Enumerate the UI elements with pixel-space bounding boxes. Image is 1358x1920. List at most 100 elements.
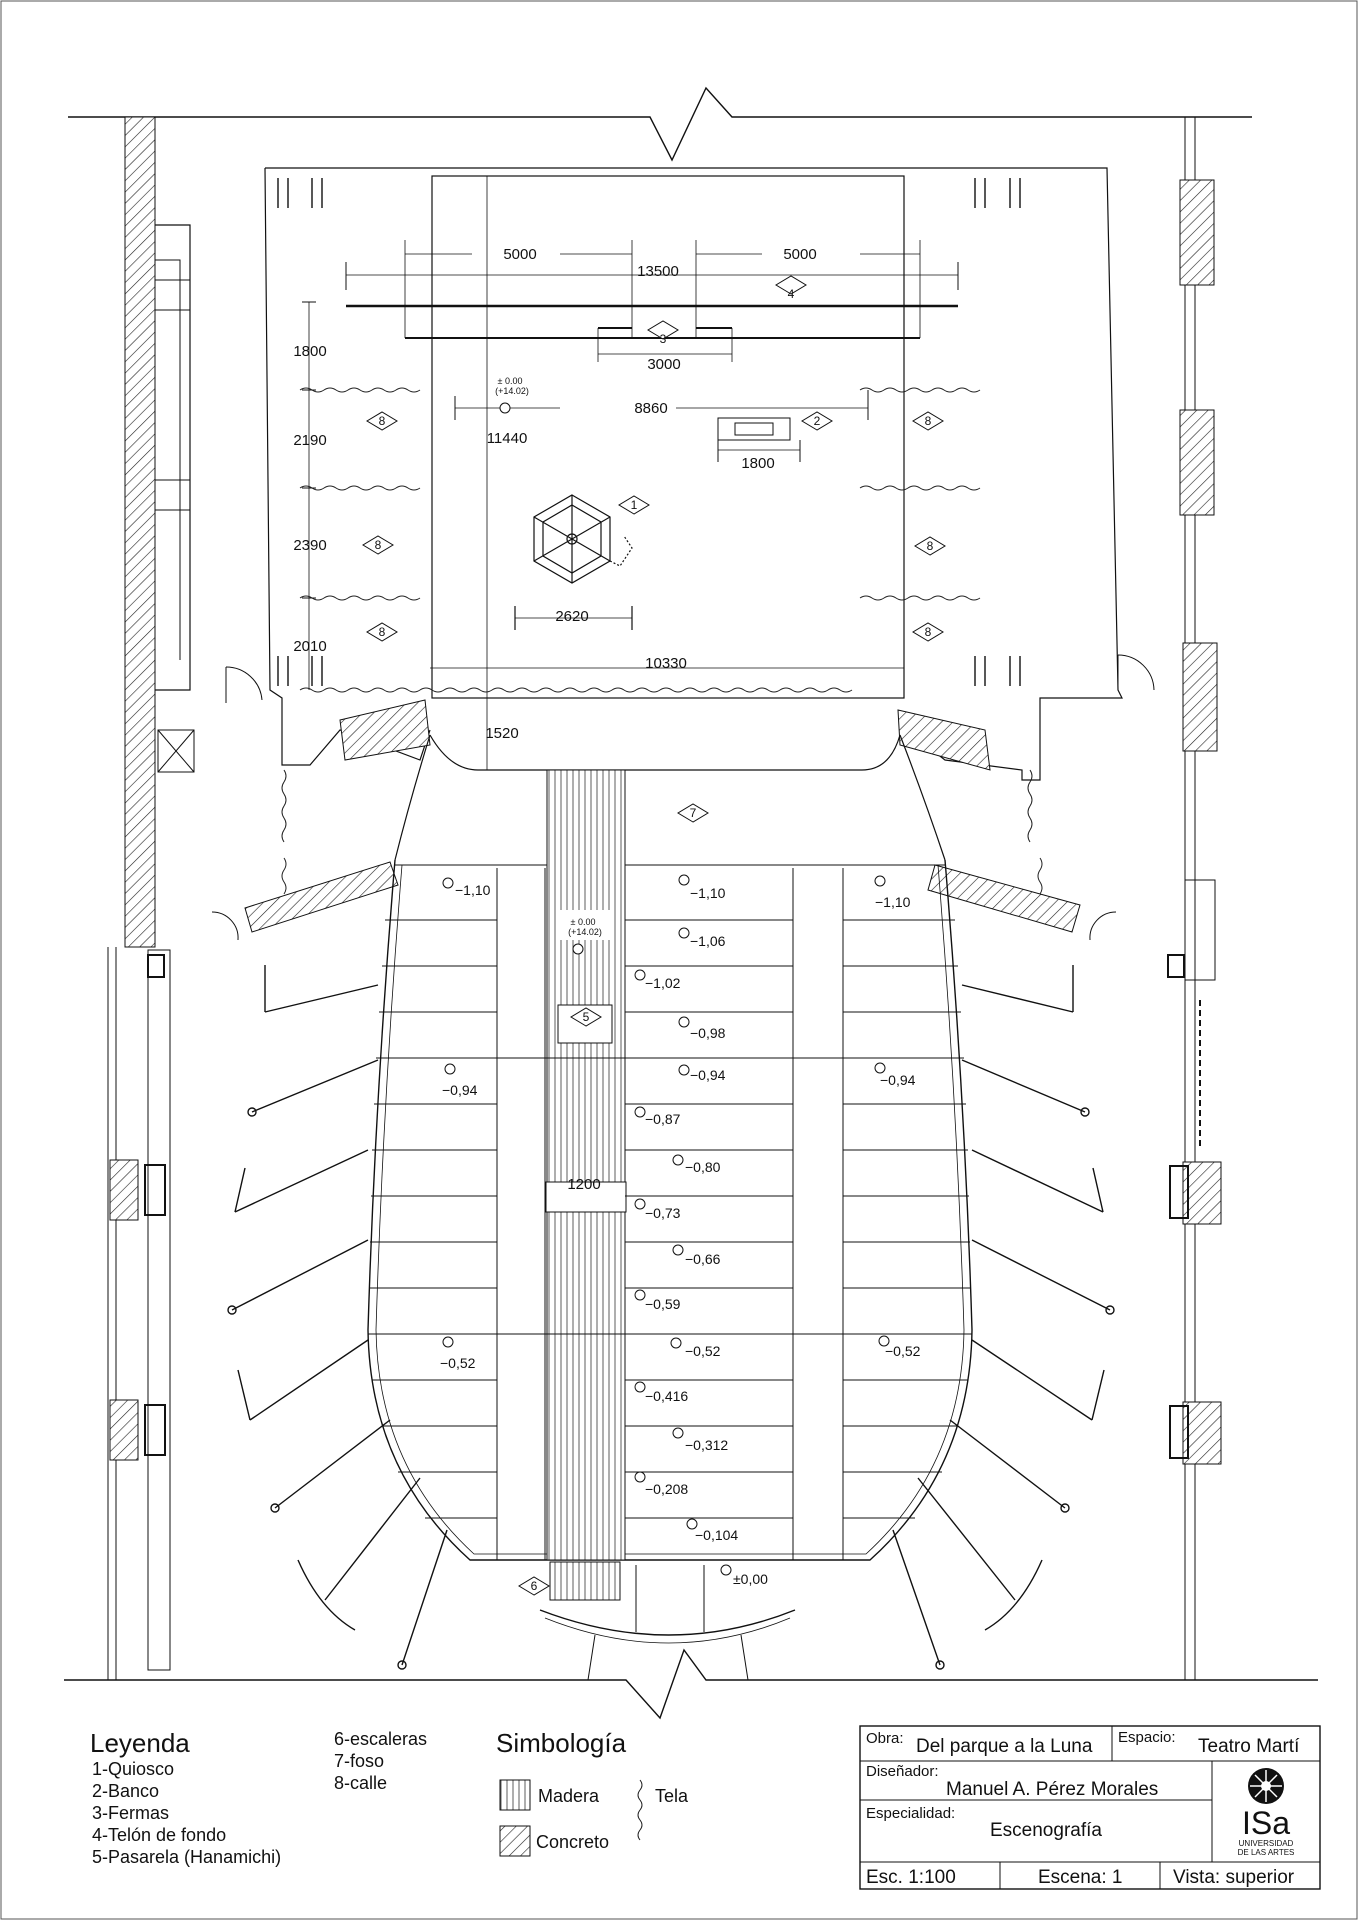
svg-text:−1,10: −1,10 [875,894,911,910]
svg-text:Esc. 1:100: Esc. 1:100 [866,1867,956,1888]
svg-text:−0,98: −0,98 [690,1025,726,1041]
svg-text:Tela: Tela [655,1786,689,1806]
svg-text:6-escaleras: 6-escaleras [334,1729,427,1749]
radial-aisles [227,965,1115,1670]
svg-text:2190: 2190 [293,432,326,449]
svg-text:8: 8 [925,625,932,639]
svg-text:−0,94: −0,94 [690,1067,726,1083]
svg-text:Teatro Martí: Teatro Martí [1198,1736,1300,1757]
svg-text:−0,208: −0,208 [645,1481,688,1497]
svg-text:−0,80: −0,80 [685,1159,721,1175]
svg-text:Escenografía: Escenografía [990,1820,1102,1841]
svg-text:11440: 11440 [487,430,528,447]
svg-text:13500: 13500 [637,263,679,280]
svg-text:−0,66: −0,66 [685,1251,721,1267]
svg-text:(+14.02): (+14.02) [568,927,602,937]
fabric-swatch [637,1779,643,1841]
svg-text:3000: 3000 [647,356,680,373]
svg-text:8: 8 [375,538,382,552]
level-labels: −1,10 −1,10 −1,10 −1,06 −1,02 −0,98 −0,9… [440,882,921,1587]
svg-text:1520: 1520 [485,725,518,742]
level-marker-symbols [442,402,890,1576]
svg-text:−0,94: −0,94 [880,1072,916,1088]
svg-text:3-Fermas: 3-Fermas [92,1803,169,1823]
svg-text:6: 6 [531,1579,538,1593]
svg-text:−0,94: −0,94 [442,1082,478,1098]
top-break-line [68,86,1252,162]
fabric-lines [281,387,1043,895]
left-building-wall [107,116,195,1680]
svg-text:−0,73: −0,73 [645,1205,681,1221]
svg-text:5000: 5000 [503,246,536,263]
svg-text:−0,52: −0,52 [685,1343,721,1359]
svg-text:ISa: ISa [1242,1805,1290,1841]
svg-text:(+14.02): (+14.02) [495,386,529,396]
svg-text:5: 5 [583,1010,590,1024]
legend: Leyenda 1-Quiosco 2-Banco 3-Fermas 4-Tel… [90,1728,427,1867]
bench [717,417,801,462]
svg-text:2390: 2390 [293,537,326,554]
svg-text:4-Telón de fondo: 4-Telón de fondo [92,1825,226,1845]
svg-text:7-foso: 7-foso [334,1751,384,1771]
svg-text:−0,416: −0,416 [645,1388,688,1404]
svg-text:Vista: superior: Vista: superior [1173,1867,1295,1888]
bottom-break-line [64,1648,1318,1720]
corner-markers [277,178,1021,686]
right-building-wall [1167,117,1222,1680]
svg-text:Concreto: Concreto [536,1832,609,1852]
svg-text:5000: 5000 [783,246,816,263]
svg-text:10330: 10330 [645,655,687,672]
svg-text:Espacio:: Espacio: [1118,1729,1176,1746]
svg-text:8860: 8860 [634,400,667,417]
svg-text:2620: 2620 [555,608,588,625]
svg-text:−0,87: −0,87 [645,1111,681,1127]
svg-text:8: 8 [379,625,386,639]
svg-text:Simbología: Simbología [496,1728,627,1758]
svg-text:−1,02: −1,02 [645,975,681,991]
svg-text:3: 3 [660,332,667,346]
svg-text:−0,312: −0,312 [685,1437,728,1453]
svg-text:1-Quiosco: 1-Quiosco [92,1759,174,1779]
svg-text:−0,59: −0,59 [645,1296,681,1312]
svg-text:Obra:: Obra: [866,1730,904,1747]
element-tag-labels: 4 3 2 1 5 6 7 8 8 8 8 8 8 [375,287,934,1593]
svg-text:8: 8 [927,539,934,553]
svg-text:−1,10: −1,10 [690,885,726,901]
svg-text:1200: 1200 [567,1176,600,1193]
svg-text:1800: 1800 [741,455,774,472]
svg-text:Escena: 1: Escena: 1 [1038,1867,1123,1888]
svg-text:±0,00: ±0,00 [733,1571,768,1587]
svg-text:± 0.00: ± 0.00 [498,376,523,386]
auditorium-seating [367,734,973,1681]
svg-text:DE LAS ARTES: DE LAS ARTES [1238,1848,1295,1857]
svg-text:2-Banco: 2-Banco [92,1781,159,1801]
svg-text:± 0.00: ± 0.00 [571,917,596,927]
svg-text:−0,52: −0,52 [885,1343,921,1359]
svg-text:Especialidad:: Especialidad: [866,1805,955,1822]
svg-text:8: 8 [379,414,386,428]
svg-text:2010: 2010 [293,638,326,655]
svg-text:5-Pasarela (Hanamichi): 5-Pasarela (Hanamichi) [92,1847,281,1867]
svg-text:2: 2 [814,414,821,428]
svg-text:−0,104: −0,104 [695,1527,738,1543]
svg-text:1: 1 [631,498,638,512]
title-block: Obra: Del parque a la Luna Espacio: Teat… [859,1725,1321,1890]
dimension-labels: 5000 13500 5000 1800 3000 8860 11440 219… [293,246,816,1193]
kiosk [514,494,633,630]
svg-text:Leyenda: Leyenda [90,1728,190,1758]
svg-text:−1,06: −1,06 [690,933,726,949]
svg-text:−0,52: −0,52 [440,1355,476,1371]
backdrop-and-flats [302,240,959,690]
svg-text:UNIVERSIDAD: UNIVERSIDAD [1239,1839,1294,1848]
svg-text:7: 7 [690,806,697,820]
isa-university-logo: ISa UNIVERSIDAD DE LAS ARTES [1238,1768,1295,1857]
svg-text:8-calle: 8-calle [334,1773,387,1793]
svg-text:1800: 1800 [293,343,326,360]
concrete-swatch [499,1825,531,1857]
svg-text:−1,10: −1,10 [455,882,491,898]
svg-text:Del parque a la Luna: Del parque a la Luna [916,1736,1093,1757]
svg-text:Manuel A. Pérez Morales: Manuel A. Pérez Morales [946,1779,1158,1800]
symbology: Simbología Madera Tela Concreto [496,1728,689,1857]
svg-text:Madera: Madera [538,1786,600,1806]
